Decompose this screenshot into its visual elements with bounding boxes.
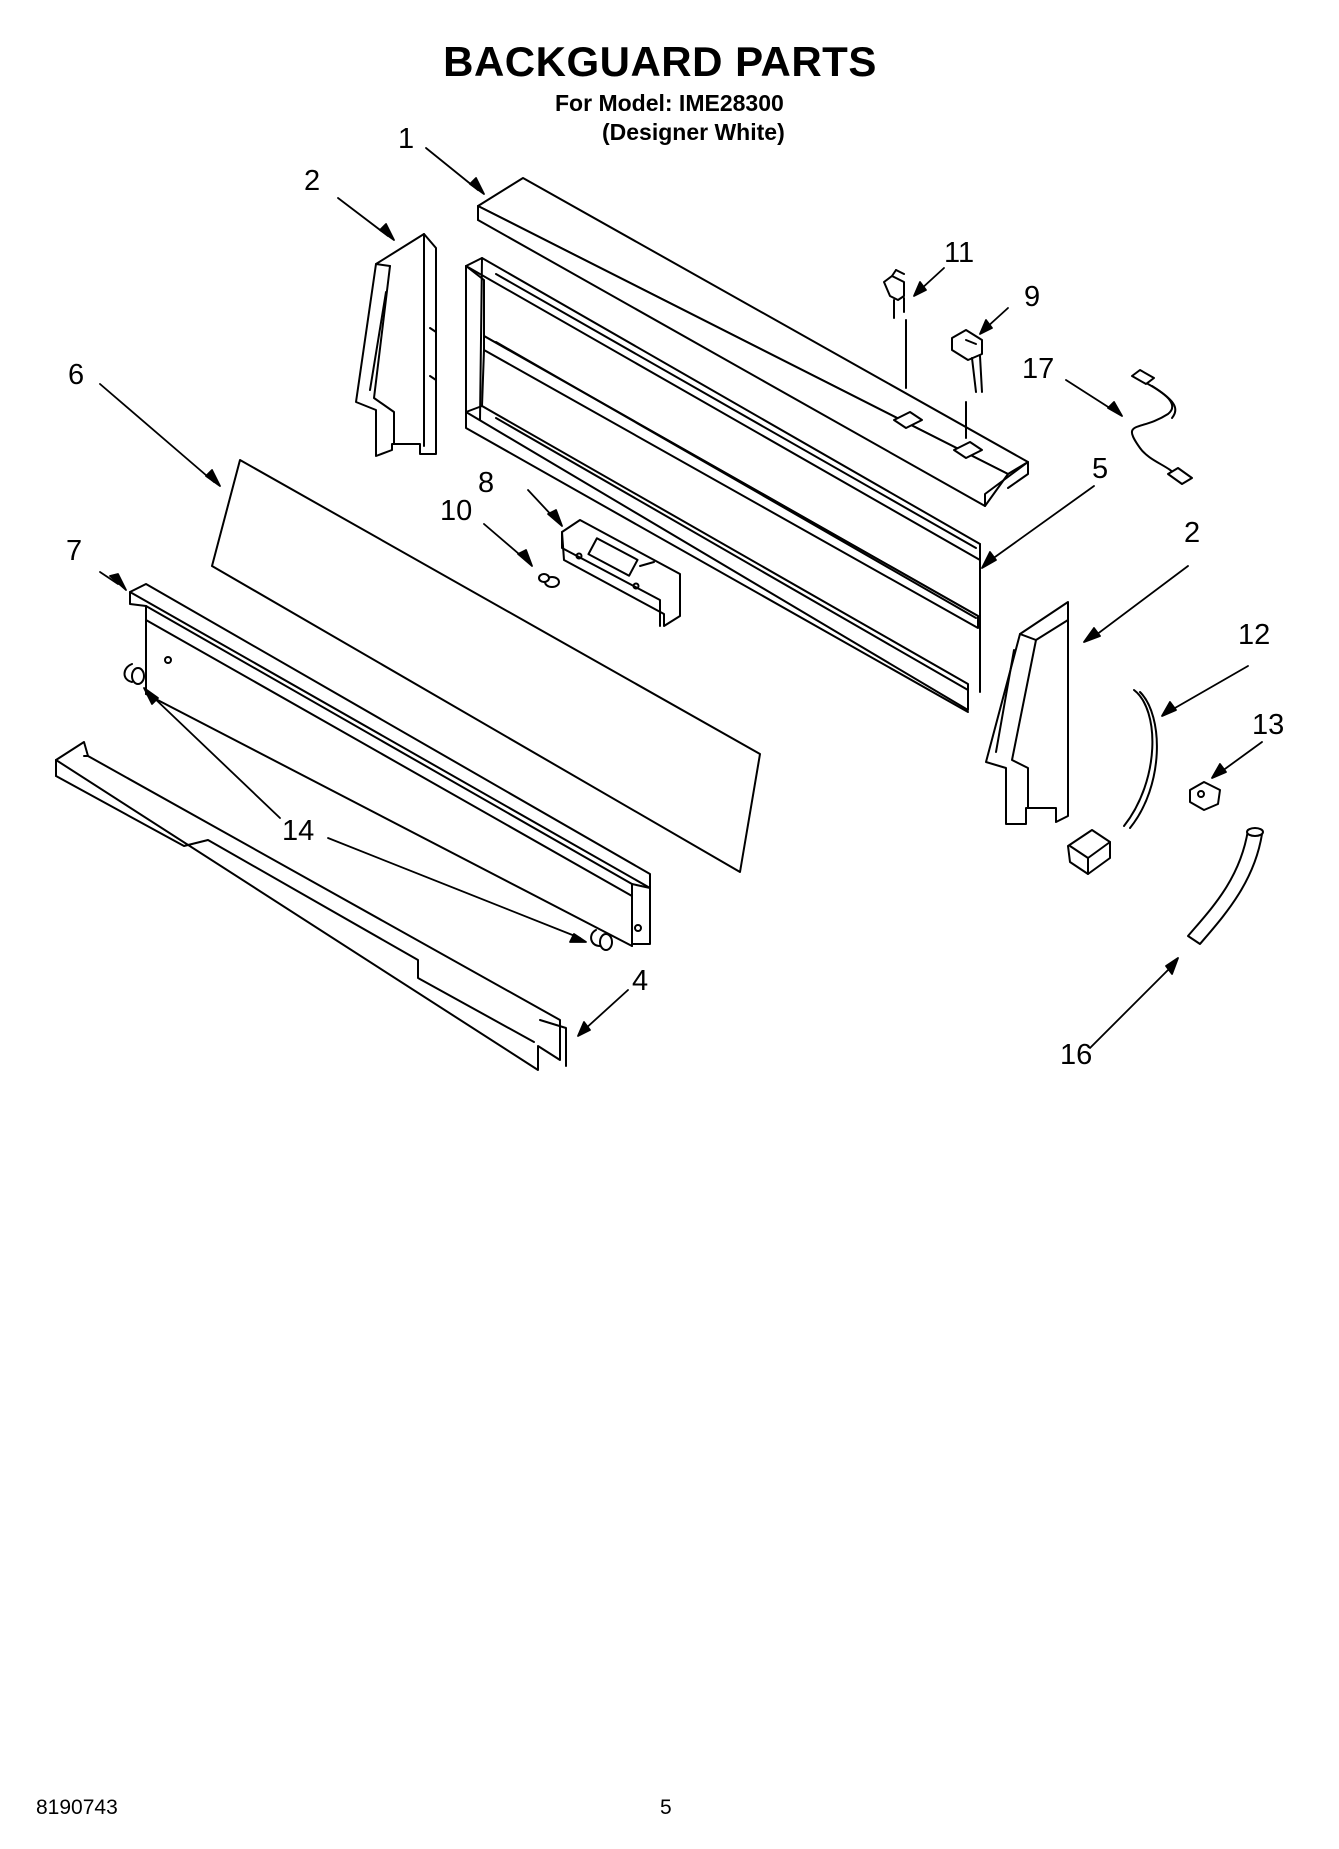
- part-5-backguard-panel: [465, 257, 981, 713]
- part-2-left-endcap: [355, 233, 437, 457]
- callout-5: 5: [1092, 453, 1108, 485]
- callout-6: 6: [68, 359, 84, 391]
- callout-12: 12: [1238, 619, 1270, 651]
- part-7-trim-panel: [129, 583, 651, 947]
- part-17-wire: [1130, 369, 1193, 485]
- callout-11: 11: [944, 237, 974, 269]
- callout-2-left: 2: [304, 165, 320, 197]
- part-9-slot: [953, 441, 983, 459]
- model-line: For Model: IME28300: [555, 90, 784, 116]
- callout-labels: 1 2 2 4 5 6 7 8 9 10 11 12 13 14 16 17: [66, 123, 1284, 1071]
- callout-7: 7: [66, 535, 82, 567]
- callout-1: 1: [398, 123, 414, 155]
- part-10-button: [538, 573, 560, 588]
- part-13-clip: [1189, 781, 1221, 811]
- diagram-title: BACKGUARD PARTS: [443, 38, 877, 85]
- part-2-right-endcap: [985, 601, 1069, 825]
- part-1-top-cap: [477, 177, 1029, 507]
- callout-13: 13: [1252, 709, 1284, 741]
- part-14-screw-left: [123, 663, 145, 685]
- callout-17: 17: [1022, 353, 1054, 385]
- part-9-lamp-socket: [951, 329, 983, 439]
- document-number: 8190743: [36, 1796, 118, 1819]
- part-14-screw-right: [590, 929, 613, 951]
- part-16-tube: [1187, 827, 1264, 945]
- leader-lines: [99, 147, 1263, 1049]
- callout-2-right: 2: [1184, 517, 1200, 549]
- page-number: 5: [660, 1796, 672, 1819]
- callout-9: 9: [1024, 281, 1040, 313]
- callout-16: 16: [1060, 1039, 1092, 1071]
- callout-8: 8: [478, 467, 494, 499]
- part-8-control-bracket: [561, 519, 681, 627]
- part-6-glass-panel: [211, 459, 761, 873]
- part-11-switch: [883, 269, 907, 389]
- part-4-bottom-trim: [55, 741, 567, 1071]
- callout-14: 14: [282, 815, 314, 847]
- callout-4: 4: [632, 965, 648, 997]
- callout-10: 10: [440, 495, 472, 527]
- part-12-wire-connector: [1067, 689, 1158, 875]
- part-11-slot: [893, 411, 923, 429]
- color-line: (Designer White): [602, 119, 785, 145]
